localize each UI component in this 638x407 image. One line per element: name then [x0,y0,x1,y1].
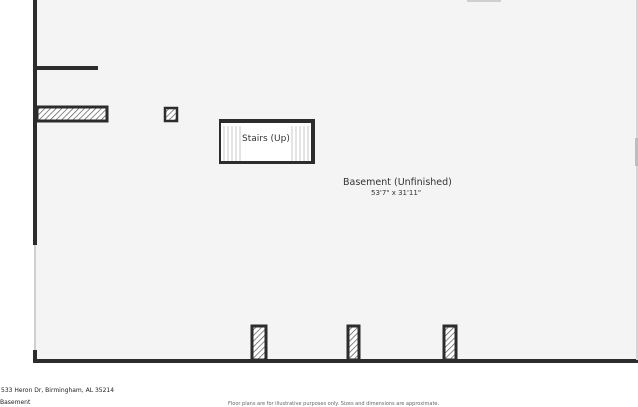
disclaimer: Floor plans are for illustrative purpose… [228,401,440,407]
basement-floor [35,0,638,360]
property-address: 533 Heron Dr, Birmingham, AL 35214 [1,387,115,394]
wall-bottom [33,359,638,363]
room-name: Basement (Unfinished) [343,177,452,188]
stairs [219,119,315,164]
support-column-4 [442,324,458,362]
interior-wall-stub [37,66,98,70]
wall-right [636,0,638,360]
hatched-beam [35,105,109,123]
floor-name: Basement [0,399,31,406]
support-column-3 [346,324,361,362]
top-opening [467,0,501,2]
right-opening [635,138,638,166]
support-column-2 [250,324,268,362]
wall-left-lower [33,350,37,362]
window-left [34,245,36,350]
support-column-1 [163,106,179,123]
stairs-label: Stairs (Up) [242,134,290,144]
room-dimensions: 53'7" x 31'11" [371,189,422,197]
wall-left [33,0,37,245]
